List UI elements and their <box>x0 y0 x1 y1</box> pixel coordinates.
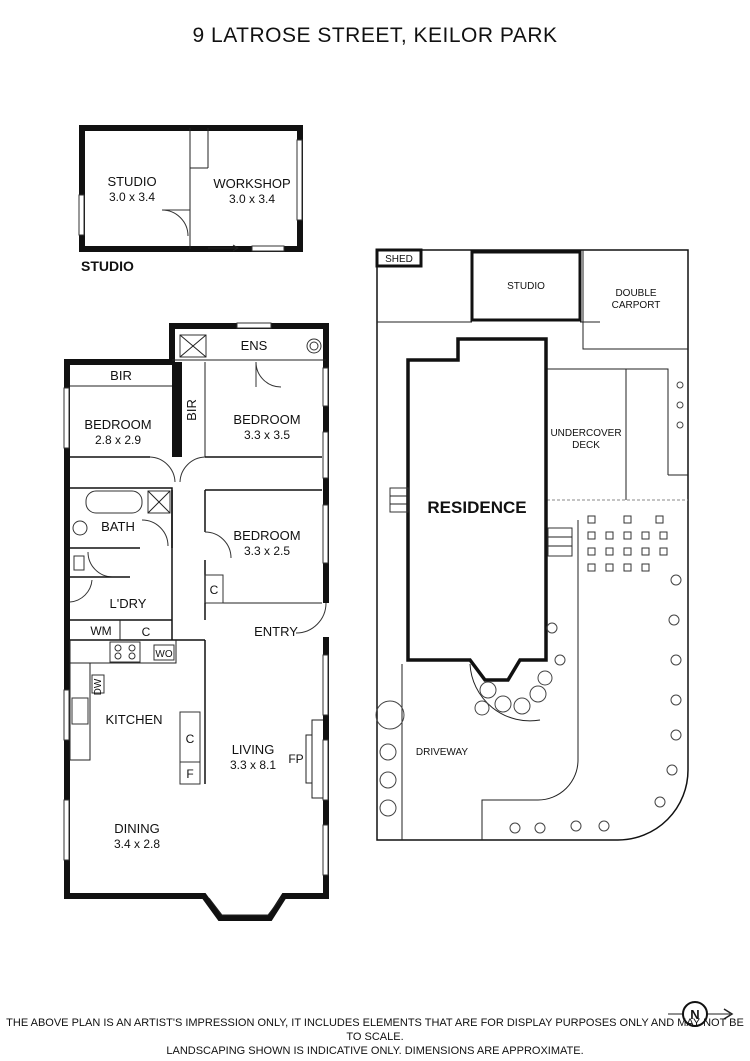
wm-label: WM <box>90 624 111 638</box>
deck-line2: DECK <box>572 440 600 451</box>
carport-line1: DOUBLE <box>615 288 656 299</box>
bedroom2-dims: 3.3 x 3.5 <box>244 428 290 442</box>
dining-dims: 3.4 x 2.8 <box>114 837 160 851</box>
ens-label: ENS <box>241 338 268 353</box>
bir-top-label: BIR <box>110 368 132 383</box>
bir-side-label: BIR <box>184 399 199 421</box>
bath-label: BATH <box>101 519 135 534</box>
wo-label: WO <box>155 649 172 660</box>
site-plan: SHED STUDIO DOUBLE CARPORT UNDERCOVER DE… <box>375 248 689 841</box>
ldry-label: L'DRY <box>110 596 147 611</box>
dining-name: DINING <box>114 821 160 836</box>
living-name: LIVING <box>232 742 275 757</box>
site-studio-label: STUDIO <box>507 281 545 292</box>
cupboard-c2: C <box>142 625 151 639</box>
north-compass: N <box>668 1001 734 1027</box>
dw-label: DW <box>93 678 104 695</box>
workshop-room-dims: 3.0 x 3.4 <box>229 192 275 206</box>
bedroom2-name: BEDROOM <box>233 412 300 427</box>
entry-label: ENTRY <box>254 624 298 639</box>
house-plan: ENS BIR BIR BEDROOM 2.8 x 2.9 BEDROOM 3.… <box>63 322 329 921</box>
bedroom1-name: BEDROOM <box>84 417 151 432</box>
page-title: 9 LATROSE STREET, KEILOR PARK <box>192 24 558 47</box>
studio-plan: STUDIO 3.0 x 3.4 WORKSHOP 3.0 x 3.4 <box>78 125 303 252</box>
studio-room-dims: 3.0 x 3.4 <box>109 190 155 204</box>
living-dims: 3.3 x 8.1 <box>230 758 276 772</box>
residence-label: RESIDENCE <box>427 498 526 517</box>
bedroom3-dims: 3.3 x 2.5 <box>244 544 290 558</box>
studio-plan-caption: STUDIO <box>81 258 134 274</box>
studio-room-name: STUDIO <box>107 174 156 189</box>
deck-line1: UNDERCOVER <box>550 428 621 439</box>
disclaimer-line-2: LANDSCAPING SHOWN IS INDICATIVE ONLY. DI… <box>166 1045 584 1057</box>
fridge-label: F <box>186 767 193 781</box>
paver-grid <box>587 515 668 572</box>
disclaimer: THE ABOVE PLAN IS AN ARTIST'S IMPRESSION… <box>0 1016 750 1058</box>
workshop-room-name: WORKSHOP <box>213 176 290 191</box>
kitchen-label: KITCHEN <box>105 712 162 727</box>
driveway-label: DRIVEWAY <box>416 747 469 758</box>
disclaimer-line-1: THE ABOVE PLAN IS AN ARTIST'S IMPRESSION… <box>6 1017 744 1043</box>
compass-n-label: N <box>690 1007 699 1022</box>
fp-label: FP <box>288 752 303 766</box>
carport-line2: CARPORT <box>612 300 661 311</box>
shrubs <box>375 381 684 834</box>
site-shed-label: SHED <box>385 254 413 265</box>
bedroom3-name: BEDROOM <box>233 528 300 543</box>
cupboard-c1: C <box>210 583 219 597</box>
cupboard-c3: C <box>186 732 195 746</box>
bedroom1-dims: 2.8 x 2.9 <box>95 433 141 447</box>
